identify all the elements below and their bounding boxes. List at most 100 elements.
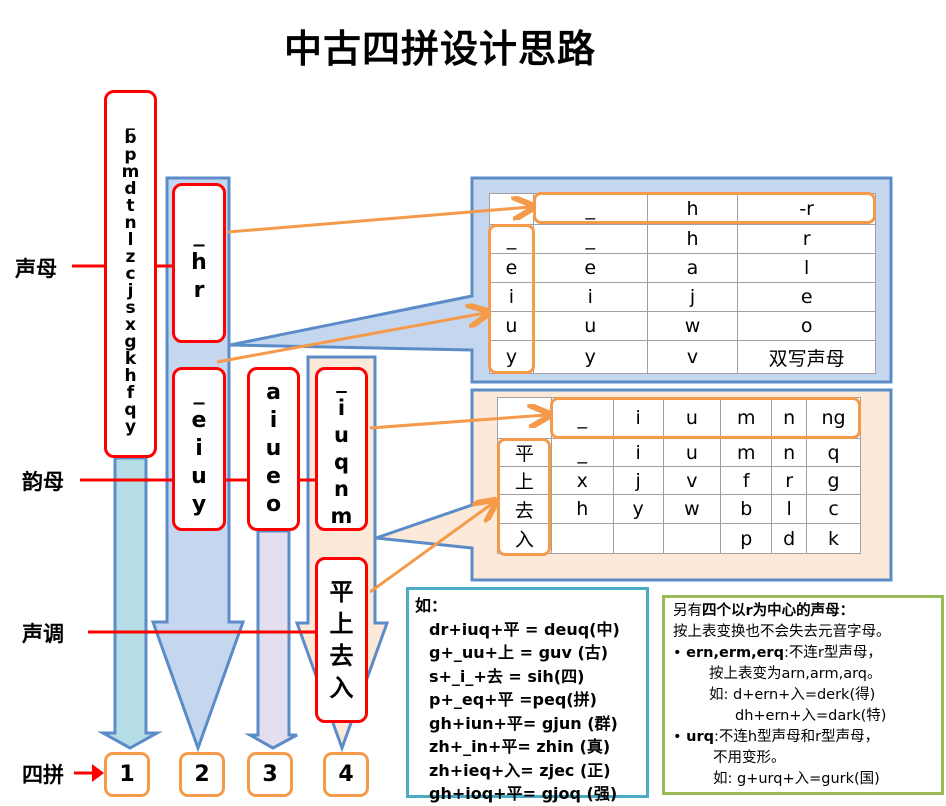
example-item: p+_eq+平 =peq(拼) [429, 690, 597, 709]
list-letter: b [124, 127, 137, 148]
page-title: 中古四拼设计思路 [283, 27, 596, 71]
table-cell [497, 397, 552, 439]
table-cell: n [771, 397, 808, 439]
table-cell: p [720, 523, 773, 554]
table-cell: d [771, 523, 808, 554]
row-highlight [488, 224, 535, 374]
table-cell: u [489, 311, 534, 341]
table-cell: l [737, 253, 876, 283]
list-letter: x [125, 314, 136, 335]
list-letter: i [269, 408, 278, 433]
label-initial: 声母 [15, 257, 57, 281]
table-cell: h [550, 494, 614, 524]
list-letter: i [337, 396, 346, 420]
notes-box: 另有四个以r为中心的声母： 按上表变换也不会失去元音字母。 • ern,erm,… [662, 595, 944, 795]
table-cell: j [646, 282, 739, 312]
examples-heading: 如： [415, 596, 448, 615]
header-highlight [550, 397, 861, 439]
table-cell: 上 [497, 466, 552, 495]
notes-intro: 另有 [673, 603, 702, 619]
list-letter: 去 [329, 642, 354, 670]
list-letter: e [191, 408, 207, 433]
notes-bullet-2-text: :不连h型声母和r型声母， [714, 729, 880, 745]
table-cell: r [771, 466, 808, 495]
list-letter: u [334, 423, 349, 447]
examples-box: 如： dr+iuq+平 = deuq(中)g+_uu+上 = guv (古)s+… [406, 587, 649, 803]
notes-example: dh+ern+入=dark(特) [735, 708, 887, 724]
table-cell [489, 193, 534, 225]
list-letter: p [124, 144, 137, 165]
list-letter: m [121, 161, 140, 182]
label-sipin: 四拼 [22, 763, 64, 787]
table-cell: o [737, 311, 876, 341]
sipin-arrowhead [92, 764, 104, 782]
table-cell: w [646, 311, 739, 341]
table-cell: q [806, 438, 861, 467]
table-cell: y [532, 340, 648, 374]
table-cell: r [737, 224, 876, 254]
list-letter: _ [336, 369, 347, 393]
position-4: 4 [323, 752, 369, 797]
notes-line: 按上表变为arn,arm,arq。 [709, 666, 882, 682]
list-letter: c [125, 263, 136, 284]
list-letter: y [124, 416, 137, 437]
table-cell: i [532, 282, 648, 312]
list-letter: u [265, 436, 282, 461]
table-cell: g [806, 466, 861, 495]
notes-line: 不用变形。 [713, 750, 786, 766]
table-cell: 双写声母 [737, 340, 876, 374]
table-cell: x [550, 466, 614, 495]
table-cell: -r [737, 193, 876, 225]
tone-box: 平上去入 [315, 557, 368, 723]
column-1-arrow [97, 456, 163, 750]
list-letter: q [333, 450, 350, 474]
position-2: 2 [179, 752, 225, 797]
table-cell: h [646, 224, 739, 254]
row-highlight [497, 438, 551, 556]
list-letter: 平 [329, 578, 354, 606]
table-cell: _ [550, 438, 614, 467]
table-cell: v [646, 340, 739, 374]
position-3: 3 [247, 752, 293, 797]
list-letter: s [125, 297, 136, 318]
list-letter: m [330, 504, 353, 528]
example-item: s+_i_+去 = sih(四) [429, 666, 585, 686]
table-cell: l [771, 494, 808, 524]
table-cell: e [532, 253, 648, 283]
notes-line: 按上表变换也不会失去元音字母。 [673, 624, 891, 640]
table-cell: e [489, 253, 534, 283]
table-cell: 去 [497, 494, 552, 524]
table-cell: y [489, 340, 534, 374]
list-letter: r [193, 278, 205, 303]
example-item: gh+ioq+平= gjoq (强) [429, 784, 618, 803]
table-cell: _ [532, 193, 648, 225]
table-cell: u [532, 311, 648, 341]
table-cell: u [662, 397, 722, 439]
table-cell [550, 523, 614, 554]
list-letter: u [191, 464, 207, 489]
list-letter: y [191, 492, 207, 517]
position-1: 1 [104, 752, 150, 797]
example-item: g+_uu+上 = guv (古) [429, 643, 609, 662]
notes-example: 如: g+urq+入=gurk(国) [713, 771, 880, 787]
table-cell: i [612, 438, 664, 467]
table-cell: f [720, 466, 773, 495]
table-cell: u [662, 438, 722, 467]
table-cell: y [612, 494, 664, 524]
table-cell [662, 523, 722, 554]
list-letter: o [265, 492, 282, 517]
table-cell: i [489, 282, 534, 312]
table-cell [612, 523, 664, 554]
